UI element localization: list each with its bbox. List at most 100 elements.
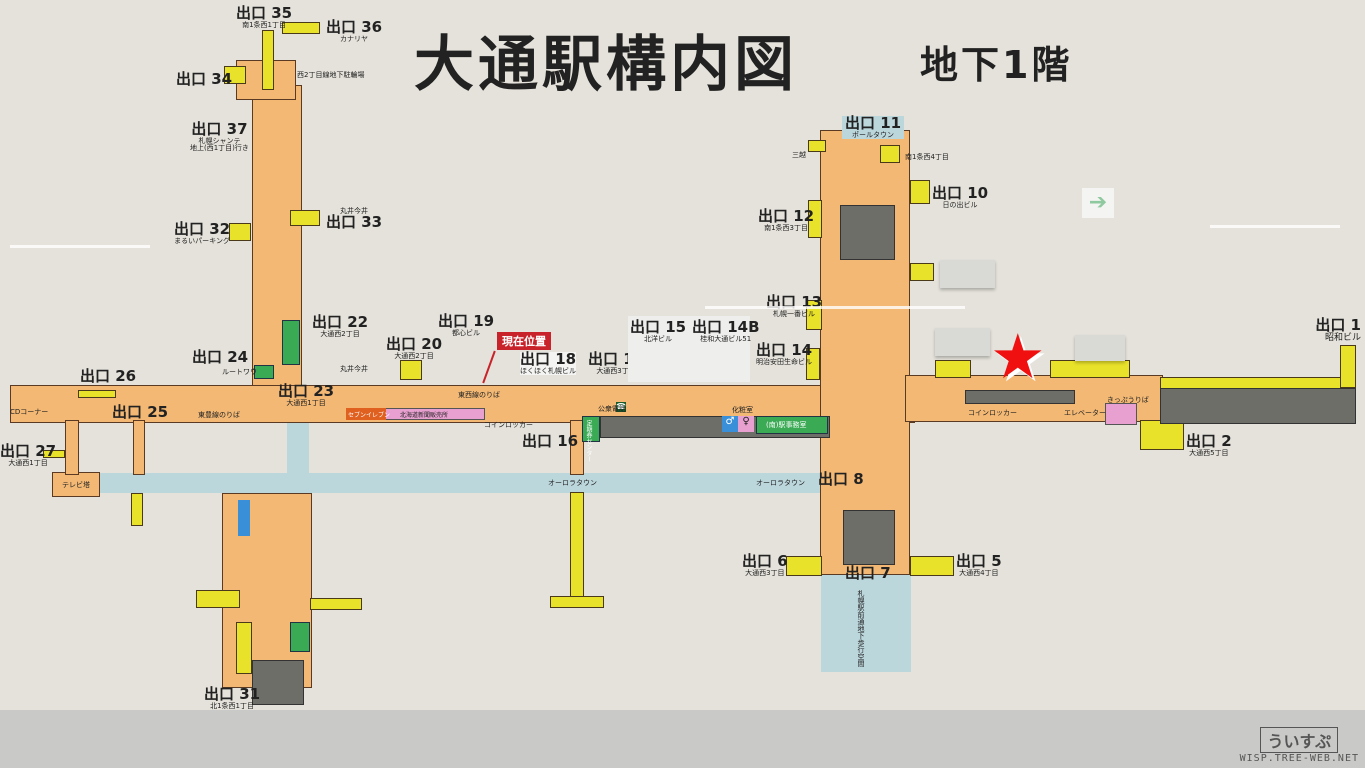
chikaho-label: 札幌駅前通地下歩行空間 [857, 590, 865, 667]
marui-label: 丸井今井 [340, 365, 368, 373]
central-vertical-corridor [820, 130, 910, 575]
exit-33: 丸井今井出口 33 [326, 207, 383, 232]
kiosk-label: 北海道新聞販売所 [400, 412, 449, 419]
coin-locker-label: コインロッカー [968, 409, 1017, 417]
stairs-26 [78, 390, 116, 398]
chikaho-walkway [821, 575, 911, 672]
exit-8: 出口 8 [818, 470, 864, 488]
glare [1210, 225, 1340, 228]
station-office-label: (南)駅事務室 [766, 421, 807, 429]
ticket-gate-north [840, 205, 895, 260]
gray-block-east [1160, 388, 1356, 424]
aurora-town-label: オーロラタウン [756, 479, 805, 487]
aurora-connector [287, 422, 309, 477]
green-block-west [282, 320, 300, 365]
stairs-35 [262, 30, 274, 90]
corridor-27 [65, 420, 79, 475]
stairs-southwest [196, 590, 240, 608]
seven-eleven [346, 408, 386, 420]
glare [705, 306, 965, 309]
cd-corner-label: CDコーナー [10, 408, 49, 416]
elevator-label: エレベーター [1064, 409, 1106, 417]
teiki-label: 定期券センター [585, 420, 592, 462]
stairs-10 [910, 180, 930, 204]
map-title: 大通駅構内図 [414, 30, 798, 100]
exit-34: 出口 34 [176, 70, 233, 88]
stairs-east [910, 263, 934, 281]
corridor-16 [570, 420, 584, 475]
wall-bottom [0, 710, 1365, 768]
phone-label: 公衆電話 [598, 405, 626, 413]
stairs-20 [400, 360, 422, 380]
mitsukoshi-label: 三越 [792, 151, 806, 159]
exit-7: 出口 7 [845, 564, 891, 582]
toilet-label: 化粧室 [732, 406, 753, 414]
stairs-mitsukoshi [808, 140, 826, 152]
station-office [756, 416, 828, 434]
current-location-pointer [482, 350, 496, 384]
stairs-2 [1140, 420, 1184, 450]
seven-eleven-label: セブンイレブン [348, 412, 391, 419]
stairs-passage [570, 492, 584, 607]
watermark-logo: ういすぷ [1260, 727, 1339, 753]
tv-tower-label: テレビ塔 [62, 481, 90, 489]
stairs-27 [43, 450, 65, 458]
stairs-south [131, 493, 143, 526]
teiki-center [582, 416, 600, 442]
stairs-31 [236, 622, 252, 674]
direction-arrow-icon: ➔ [1082, 188, 1114, 218]
stairs-32 [229, 223, 251, 241]
stairs-33 [290, 210, 320, 226]
exit-26: 出口 26 [80, 367, 137, 385]
green-block-south [290, 622, 310, 652]
toho-line-label: 東豊線のりば [198, 411, 240, 419]
platform-east [965, 390, 1075, 404]
ticket-gate-south [843, 510, 895, 565]
phone-icon: ☎ [616, 402, 626, 412]
stairs-5 [910, 556, 954, 576]
tozai-line-label: 東西線のりば [458, 391, 500, 399]
glare [10, 245, 150, 248]
gray-block-31 [252, 660, 304, 705]
stairs-36 [282, 22, 320, 34]
aurora-town-label: オーロラタウン [548, 479, 597, 487]
floor-label: 地下1階 [920, 43, 1073, 87]
stairs-12 [808, 200, 822, 238]
exit-24-sub: ルートワウ [222, 368, 257, 376]
stairs-east1 [935, 360, 971, 378]
toilet-icon-south [238, 500, 250, 536]
toilet-icon: ♂ [722, 416, 738, 432]
current-location-marker: 現在位置 [497, 332, 551, 350]
stairs-1 [1340, 345, 1356, 388]
stairs-14 [806, 348, 820, 380]
exit-25: 出口 25 [112, 403, 169, 421]
star-marker-icon: ★ [990, 320, 1046, 393]
stairs-east2 [1050, 360, 1130, 378]
exit-16: 出口 16 [522, 432, 579, 450]
sign-cover [935, 328, 990, 356]
watermark: ういすぷ WISP.TREE-WEB.NET [1240, 727, 1359, 764]
stairs-s4 [880, 145, 900, 163]
ticket-label: きっぷうりば [1107, 396, 1149, 404]
aurora-town-corridor [100, 473, 822, 493]
